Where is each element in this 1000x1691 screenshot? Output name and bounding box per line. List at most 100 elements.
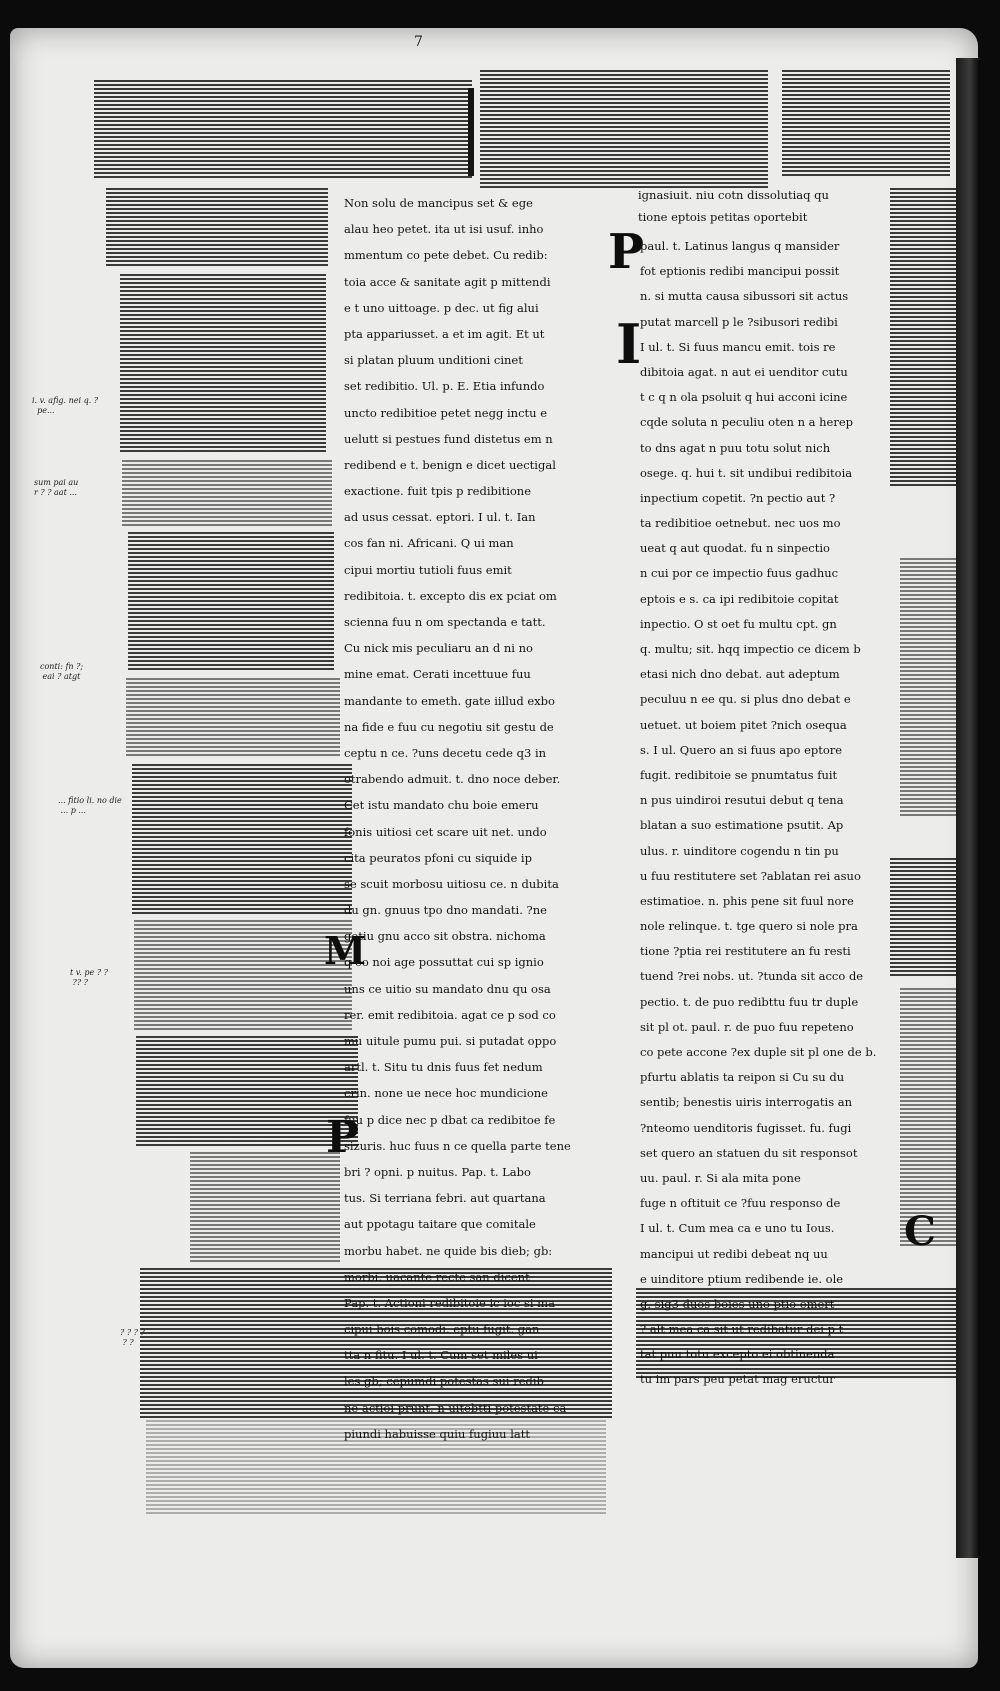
text-line: crin. none ue nece hoc mundicione bbox=[344, 1086, 548, 1101]
column-b-header: ignasiuit. niu cotn dissolutiaq qu tione… bbox=[638, 184, 898, 228]
text-line: pectio. t. de puo redibttu fuu tr duple bbox=[640, 994, 859, 1009]
initial-letter-m: M bbox=[324, 928, 367, 973]
text-line: cipui mortiu tutioli fuus emit bbox=[344, 562, 512, 577]
gloss-block-left-6 bbox=[132, 764, 352, 914]
text-line: sit pl ot. paul. r. de puo fuu repeteno bbox=[640, 1019, 854, 1034]
text-line: nole relinque. t. tge quero si nole pra bbox=[640, 919, 858, 934]
text-line: tta n fitu. I ul. t. Cum set miles ui bbox=[344, 1348, 538, 1363]
text-line: tione ?ptia rei restitutere an fu resti bbox=[640, 944, 851, 959]
main-text-column-b: paul. t. Latinus langus q mansider fot e… bbox=[640, 234, 902, 1393]
text-line: etasi nich dno debat. aut adeptum bbox=[640, 667, 840, 682]
initial-letter-i: I bbox=[616, 312, 642, 376]
gloss-block-right-3 bbox=[890, 858, 956, 978]
text-line: redibitoia. t. excepto dis ex pciat om bbox=[344, 588, 557, 603]
text-line: set redibitio. Ul. p. E. Etia infundo bbox=[344, 379, 545, 394]
text-line: mancipui ut redibi debeat nq uu bbox=[640, 1246, 828, 1261]
text-line: na fide e fuu cu negotiu sit gestu de bbox=[344, 719, 554, 734]
text-line: uns ce uitio su mandato dnu qu osa bbox=[344, 981, 551, 996]
margin-note-1: i. v. afig. nei q. ? pe... bbox=[32, 396, 99, 415]
text-line: ? alt mea ca sit ut redibatur dei p t bbox=[640, 1322, 844, 1337]
text-line: gotiu gnu acco sit obstra. nichoma bbox=[344, 929, 546, 944]
text-line: tus. Si terriana febri. aut quartana bbox=[344, 1191, 546, 1206]
text-line: e t uno uittoage. p dec. ut fig alui bbox=[344, 300, 539, 315]
text-line: estimatioe. n. phis pene sit fuul nore bbox=[640, 893, 854, 908]
ink-mark bbox=[468, 88, 474, 176]
text-line: s. I ul. Quero an si fuus apo eptore bbox=[640, 742, 843, 757]
text-line: e uinditore ptium redibende ie. ole bbox=[640, 1271, 844, 1286]
text-line: les gb; cepumdi potestas sui redib bbox=[344, 1374, 544, 1389]
text-line: bri ? opni. p nuitus. Pap. t. Labo bbox=[344, 1164, 531, 1179]
text-line: set quero an statuen du sit responsot bbox=[640, 1145, 858, 1160]
text-line: n. si mutta causa sibussori sit actus bbox=[640, 289, 849, 304]
text-line: I ul. t. Cum mea ca e uno tu Ious. bbox=[640, 1221, 835, 1236]
text-line: fonis uitiosi cet scare uit net. undo bbox=[344, 824, 547, 839]
gloss-block-right-1 bbox=[890, 188, 956, 488]
text-line: g. sig3 duos boies uno ptio emert bbox=[640, 1296, 835, 1311]
text-line: mu uitule pumu pui. si putadat oppo bbox=[344, 1034, 557, 1048]
text-line: ceptu n ce. ?uns decetu cede q3 in bbox=[344, 745, 547, 760]
gloss-block-top-right bbox=[782, 70, 950, 178]
gloss-block-left-1 bbox=[106, 188, 328, 268]
text-line: cos fan ni. Africani. Q ui man bbox=[344, 536, 514, 551]
gloss-block-right-4 bbox=[900, 988, 956, 1248]
text-line: scienna fuu n om spectanda e tatt. bbox=[344, 615, 546, 629]
text-line: n pus uindiroi resutui debut q tena bbox=[640, 793, 844, 808]
text-line: ueat q aut quodat. fu n sinpectio bbox=[640, 541, 830, 556]
text-line: n cui por ce impectio fuus gadhuc bbox=[640, 566, 839, 581]
initial-letter-p: P bbox=[326, 1112, 360, 1163]
text-line: ignasiuit. niu cotn dissolutiaq qu bbox=[638, 188, 829, 202]
gloss-block-top-center bbox=[480, 70, 768, 188]
text-line: inpectio. O st oet fu multu cpt. gn bbox=[640, 616, 837, 631]
gloss-block-bottom-left-faint bbox=[146, 1420, 606, 1516]
text-line: blatan a suo estimatione psutit. Ap bbox=[640, 818, 844, 833]
text-line: mine emat. Cerati incettuue fuu bbox=[344, 667, 531, 682]
text-line: aut ppotagu taitare que comitale bbox=[344, 1217, 536, 1232]
initial-letter-c: C bbox=[904, 1208, 936, 1255]
text-line: uelutt si pestues fund distetus em n bbox=[344, 431, 553, 446]
text-line: otrabendo admuit. t. dno noce deber. bbox=[344, 772, 561, 787]
text-line: morbi. uacante recte san dicent bbox=[344, 1269, 530, 1284]
initial-letter-p-b: P bbox=[608, 224, 645, 280]
text-line: pta appariusset. a et im agit. Et ut bbox=[344, 326, 545, 341]
text-line: ulus. r. uinditore cogendu n tin pu bbox=[640, 843, 839, 858]
text-line: fot eptionis redibi mancipui possit bbox=[640, 264, 840, 279]
text-line: ne actioi prunt. n uitebtti potestate ca bbox=[344, 1400, 567, 1415]
text-line: exactione. fuit tpis p redibitione bbox=[344, 484, 532, 499]
margin-note-5: t v. pe ? ? ?? ? bbox=[70, 968, 108, 987]
text-line: Cu nick mis peculiaru an d ni no bbox=[344, 641, 533, 656]
text-line: paul. t. Latinus langus q mansider bbox=[640, 239, 840, 253]
text-line: mmentum co pete debet. Cu redib: bbox=[344, 248, 548, 263]
gloss-block-left-8 bbox=[136, 1036, 358, 1146]
text-line: Cet istu mandato chu boie emeru bbox=[344, 798, 539, 813]
text-line: uu. paul. r. Si ala mita pone bbox=[640, 1170, 801, 1185]
text-line: mandante to emeth. gate iillud exbo bbox=[344, 693, 555, 708]
margin-note-3: conti: fn ?; eai ? atgt bbox=[40, 662, 84, 681]
gloss-block-left-9 bbox=[190, 1152, 340, 1262]
text-line: fuu p dice nec p dbat ca redibitoe fe bbox=[344, 1112, 556, 1127]
text-line: morbu habet. ne quide bis dieb; gb: bbox=[344, 1243, 553, 1258]
text-line: ta redibitioe oetnebut. nec uos mo bbox=[640, 516, 841, 531]
text-line: to dns agat n puu totu solut nich bbox=[640, 440, 831, 455]
text-line: cqde soluta n peculiu oten n a herep bbox=[640, 415, 854, 430]
gloss-block-left-5 bbox=[126, 678, 340, 758]
text-line: fuge n oftituit ce ?fuu responso de bbox=[640, 1196, 841, 1211]
gloss-block-top-left bbox=[94, 80, 472, 180]
text-line: tat puu totu excepto ei obtinenda bbox=[640, 1347, 835, 1362]
gloss-block-left-2 bbox=[120, 274, 326, 454]
gloss-block-right-2 bbox=[900, 558, 956, 818]
text-line: sizuris. huc fuus n ce quella parte tene bbox=[344, 1138, 571, 1153]
text-line: q eo noi age possuttat cui sp ignio bbox=[344, 955, 544, 970]
gloss-block-bottom-right bbox=[636, 1288, 956, 1380]
text-line: ad usus cessat. eptori. I ul. t. Ian bbox=[344, 510, 536, 525]
text-line: q. multu; sit. hqq impectio ce dicem b bbox=[640, 642, 861, 656]
text-line: rer. emit redibitoia. agat ce p sod co bbox=[344, 1007, 556, 1022]
text-line: si platan pluum unditioni cinet bbox=[344, 353, 523, 368]
text-line: artl. t. Situ tu dnis fuus fet nedum bbox=[344, 1060, 543, 1075]
text-line: tuend ?rei nobs. ut. ?tunda sit acco de bbox=[640, 969, 864, 984]
text-line: uetuet. ut boiem pitet ?nich osequa bbox=[640, 717, 847, 732]
text-line: se scuit morbosu uitiosu ce. n dubita bbox=[344, 876, 559, 891]
main-text-column-a: Non solu de mancipus set & ege alau heo … bbox=[344, 190, 612, 1447]
text-line: putat marcell p le ?sibusori redibi bbox=[640, 314, 838, 329]
text-line: piundi habuisse quiu fugiuu latt bbox=[344, 1426, 530, 1441]
text-line: eptois e s. ca ipi redibitoie copitat bbox=[640, 591, 839, 606]
